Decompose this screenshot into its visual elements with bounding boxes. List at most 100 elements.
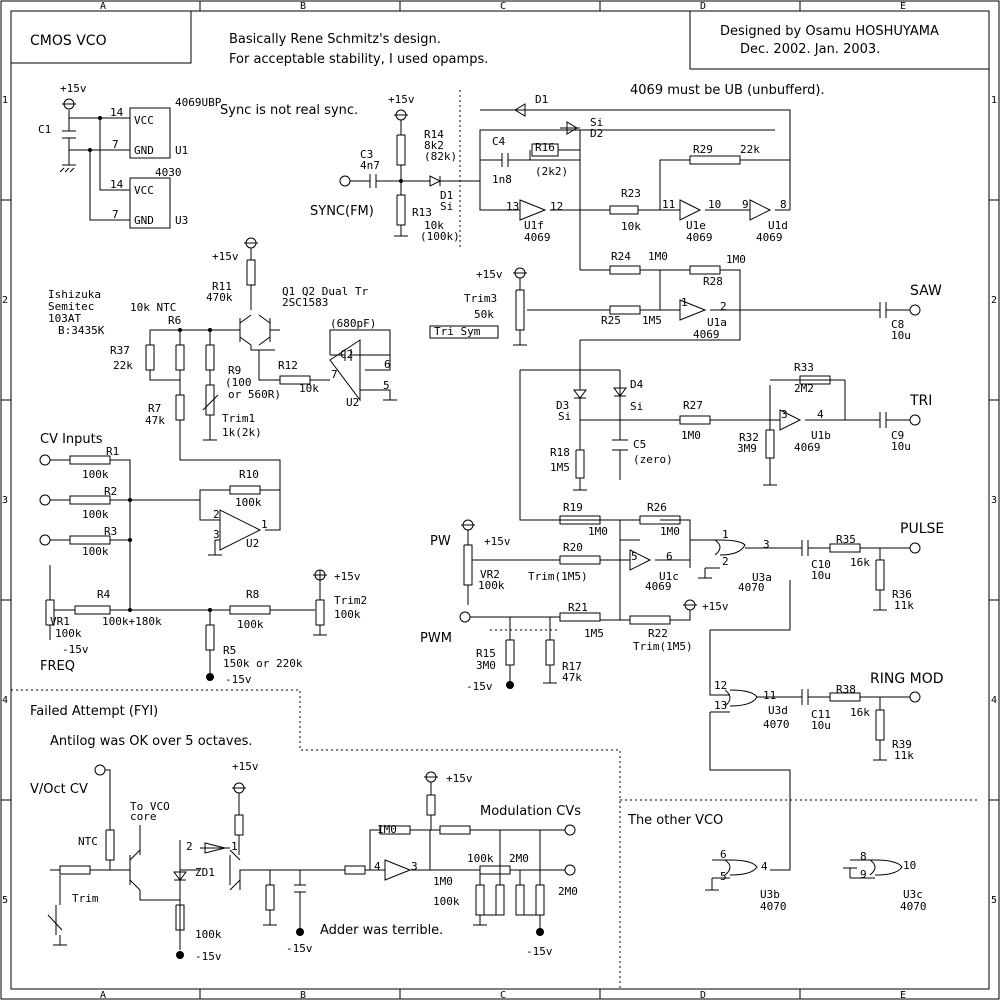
- wire-segment: [50, 455, 131, 610]
- component-label: or 560R): [228, 388, 281, 401]
- component-label: (zero): [633, 453, 673, 466]
- component-label: R33: [794, 361, 814, 374]
- component-label: 1M5: [584, 627, 604, 640]
- component-label: 2: [186, 840, 193, 853]
- sync-note: Sync is not real sync.: [220, 103, 358, 118]
- component-label: R23: [621, 187, 641, 200]
- component-label: 13: [506, 200, 519, 213]
- component-label: Si: [590, 116, 603, 129]
- wire-segment: [208, 509, 262, 556]
- row-label-right: 4: [991, 695, 997, 706]
- component-label: 2M0: [558, 885, 578, 898]
- component-label: R8: [246, 588, 259, 601]
- component-label: Q1 Q2 Dual Tr: [282, 285, 368, 298]
- wire-segment: [620, 375, 910, 431]
- component-label: 10: [708, 198, 721, 211]
- component-label: 3: [763, 538, 770, 551]
- component-label: 2: [720, 300, 727, 313]
- component-label: R36: [892, 588, 912, 601]
- component-label: R39: [892, 738, 912, 751]
- component-label: 1M5: [550, 461, 570, 474]
- component-label: 1n8: [492, 173, 512, 186]
- wire-segment: [573, 420, 587, 491]
- col-label-top: D: [700, 1, 706, 12]
- terminal-symbol: [909, 414, 921, 426]
- wire-segment: [10, 10, 990, 990]
- freq-label: FREQ: [40, 659, 75, 674]
- component-label: 4069: [645, 580, 672, 593]
- component-label: 1M0: [588, 525, 608, 538]
- schematic-text: -15v: [526, 945, 553, 958]
- schematic-text: -15v: [286, 942, 313, 955]
- terminal-symbol: [909, 542, 921, 554]
- schematic-text: GND: [134, 214, 154, 227]
- component-label: 1: [681, 296, 688, 309]
- schematic-text: core: [130, 810, 157, 823]
- component-label: 47k: [145, 414, 165, 427]
- wire-segment: [150, 314, 280, 351]
- terminal-symbol: [206, 673, 214, 681]
- component-label: R2: [104, 485, 117, 498]
- terminal-symbol: [459, 611, 471, 623]
- wire-segment: [480, 130, 581, 270]
- component-label: 3: [781, 408, 788, 421]
- sync-port-label: SYNC(FM): [310, 204, 374, 219]
- voct-label: V/Oct CV: [30, 782, 88, 797]
- component-label: Trim3: [464, 292, 497, 305]
- row-label-left: 4: [2, 695, 8, 706]
- wire-segment: [426, 782, 436, 830]
- cv-inputs: CV Inputs +15v -15v -15v FREQ: [39, 432, 361, 686]
- component-label: (100: [225, 376, 252, 389]
- component-label: 100k: [195, 928, 222, 941]
- component-label: 22k: [113, 359, 133, 372]
- terminal-symbol: [564, 864, 576, 876]
- component-label: 22k: [740, 143, 760, 156]
- component-label: 10u: [891, 329, 911, 342]
- wire-segment: [843, 859, 903, 879]
- component-label: 4: [374, 860, 381, 873]
- component-label: 5: [383, 379, 390, 392]
- terminal-symbol: [128, 538, 132, 542]
- component-label: 10u: [891, 440, 911, 453]
- schematic-text: +15v: [476, 268, 503, 281]
- component-label: 4069: [693, 328, 720, 341]
- design-note-1: Basically Rene Schmitz's design.: [229, 32, 441, 47]
- component-label: 3M9: [737, 442, 757, 455]
- component-label: 1: [231, 840, 238, 853]
- terminal-symbol: [564, 824, 576, 836]
- component-label: R1: [106, 445, 119, 458]
- schematic-text: VCC: [134, 114, 154, 127]
- component-label: R9: [228, 364, 241, 377]
- wire-segment: [580, 265, 741, 341]
- wire-segment: [560, 121, 580, 135]
- component-label: U1e: [686, 219, 706, 232]
- component-label: U3a: [752, 571, 772, 584]
- wire-segment: [763, 420, 777, 486]
- wire-segment: [429, 325, 499, 339]
- component-label: C9: [891, 429, 904, 442]
- component-label: U1f: [524, 219, 544, 232]
- terminal-symbol: [399, 179, 403, 183]
- component-label: 1M0: [660, 525, 680, 538]
- component-label: 2M2: [794, 382, 814, 395]
- component-label: R5: [223, 644, 236, 657]
- terminal-symbol: [208, 328, 212, 332]
- component-label: R10: [239, 468, 259, 481]
- component-label: R25: [601, 314, 621, 327]
- component-label: 100k: [237, 618, 264, 631]
- schematic-text: U3: [175, 214, 188, 227]
- trim3-tri-sym: +15v Tri Sym: [429, 267, 580, 346]
- schematic-text: 7: [112, 208, 119, 221]
- component-label: R17: [562, 660, 582, 673]
- component-label: 10: [903, 859, 916, 872]
- component-label: 2M0: [509, 852, 529, 865]
- component-label: R16: [535, 141, 555, 154]
- terminal-symbol: [909, 304, 921, 316]
- schematic-text: 14: [110, 178, 124, 191]
- terminal-symbol: [208, 608, 212, 612]
- failed-attempt-circuit: V/Oct CV NTC Trim To VCO core -15v +15v …: [30, 760, 576, 963]
- component-label: 1M0: [648, 250, 668, 263]
- schematic-text: Semitec: [48, 300, 94, 313]
- schematic-text: B:3435K: [58, 324, 105, 337]
